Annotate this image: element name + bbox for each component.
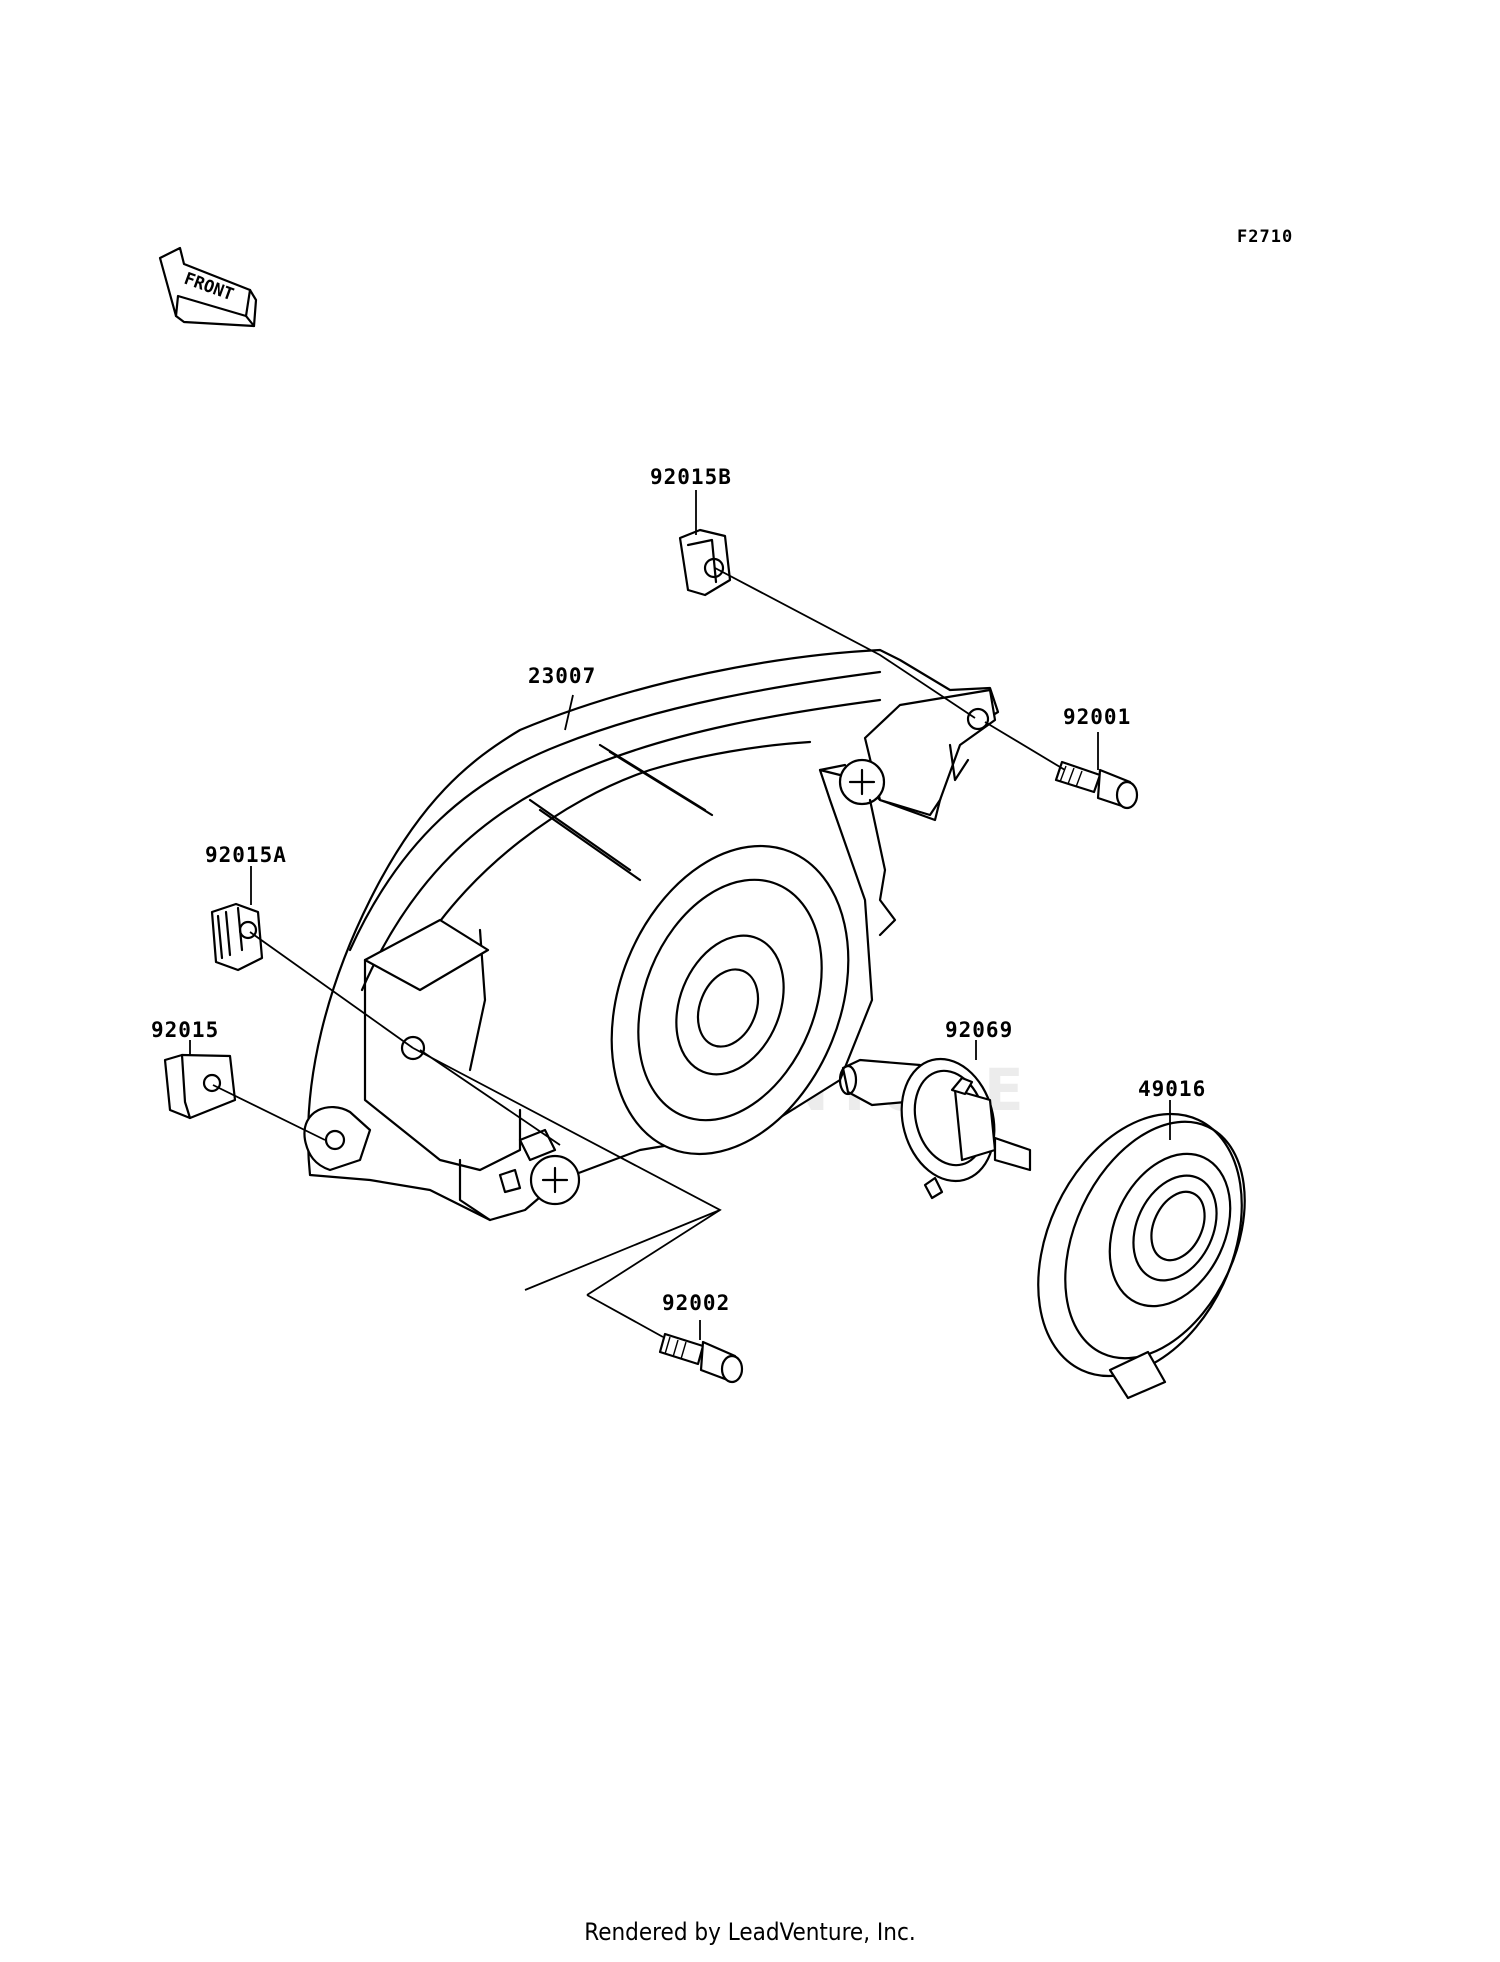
footer-credit: Rendered by LeadVenture, Inc. <box>584 1918 916 1946</box>
callout-92015B: 92015B <box>650 465 732 489</box>
callout-92001: 92001 <box>1063 705 1132 729</box>
callout-92015: 92015 <box>151 1018 220 1042</box>
callout-23007: 23007 <box>528 664 597 688</box>
clip-92015A <box>210 902 264 972</box>
callout-92015A: 92015A <box>205 843 287 867</box>
callout-49016: 49016 <box>1138 1077 1207 1101</box>
headlight-housing-23007 <box>303 648 1000 1222</box>
figure-code: F2710 <box>1237 227 1294 247</box>
leader-lines <box>189 490 1171 1340</box>
bolt-92001 <box>1054 760 1139 810</box>
lens-49016 <box>1037 1112 1246 1400</box>
front-arrow-icon: FRONT <box>158 246 258 328</box>
bulb-92069 <box>838 1057 1032 1200</box>
callout-92002: 92002 <box>662 1291 731 1315</box>
bolt-92002 <box>658 1332 744 1384</box>
clip-92015B <box>678 528 732 597</box>
clip-92015 <box>163 1053 237 1120</box>
callout-92069: 92069 <box>945 1018 1014 1042</box>
